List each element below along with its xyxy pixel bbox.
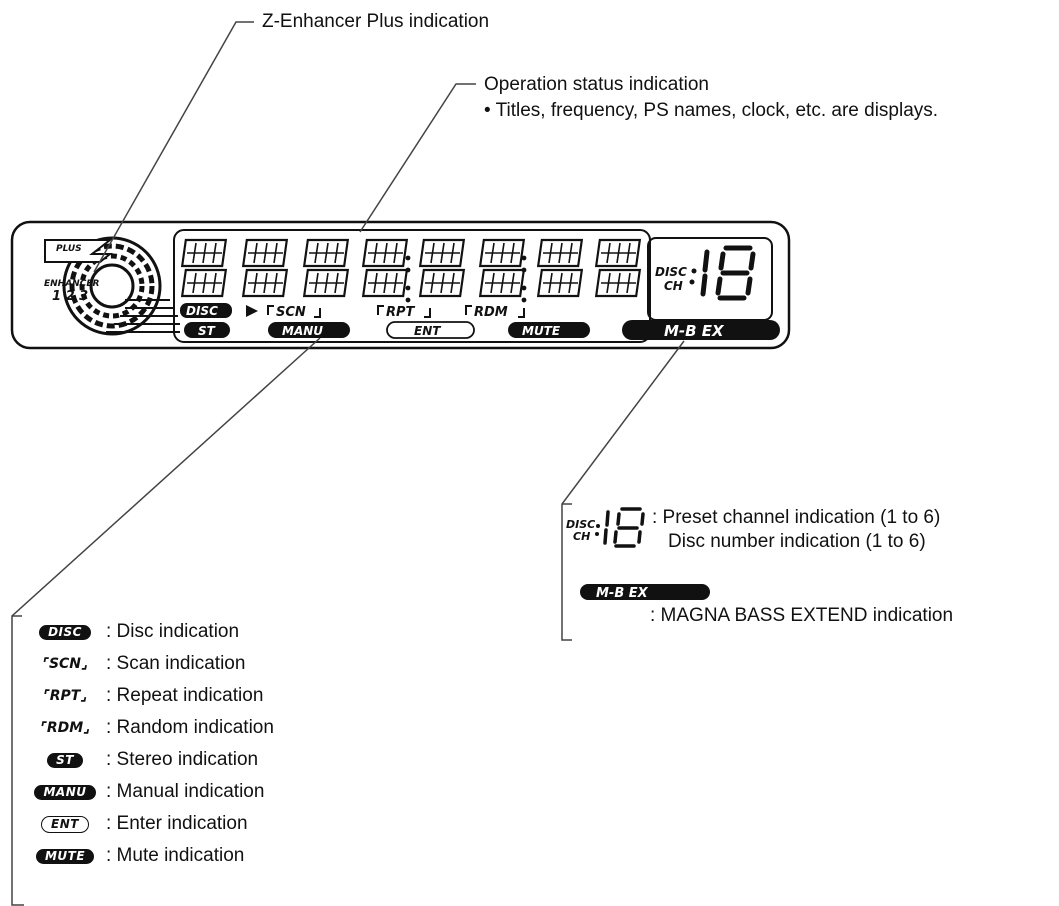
mute-indicator (508, 322, 590, 338)
disc-ch-bottom-text: CH (664, 279, 683, 293)
matrix-colon-dot (405, 285, 411, 291)
matrix-cell (180, 238, 228, 298)
legend-mbex-icon-text: M-B EX (596, 586, 649, 601)
enhancer-number-text: 1 2 3 (52, 289, 88, 304)
right-legend-leader (561, 340, 685, 641)
matrix-cell (418, 238, 466, 298)
legend-text-rpt: : Repeat indication (106, 685, 264, 706)
scn-indicator: SCN (267, 305, 321, 320)
disc-number-text: Disc number indication (1 to 6) (668, 531, 926, 552)
legend-text-scn: : Scan indication (106, 653, 246, 674)
operation-status-callout: Operation status indication (484, 74, 709, 95)
scn-icon: ⌜SCN⌟ (42, 656, 88, 672)
legend-disc-ch-top-text: DISC (566, 518, 595, 531)
rdm-indicator: RDM (465, 305, 525, 320)
preset-channel-text: : Preset channel indication (1 to 6) (652, 507, 941, 528)
legend-mbex-icon (580, 584, 710, 600)
disc-indicator (180, 303, 232, 318)
ent-indicator-text: ENT (414, 324, 441, 338)
disc-ch-top-text: DISC (655, 265, 687, 279)
rdm-icon: ⌜RDM⌟ (40, 720, 90, 736)
legend-text-rdm: : Random indication (106, 717, 274, 738)
matrix-colon-dot (405, 297, 411, 303)
matrix-cell (478, 238, 526, 298)
matrix-colon-dot (405, 267, 411, 273)
legend-row-scn: ⌜SCN⌟ : Scan indication (28, 652, 245, 676)
operation-status-leader (359, 83, 476, 233)
enhancer-plus-text: PLUS (56, 244, 82, 254)
matrix-cell (241, 238, 289, 298)
matrix-colon-dot (521, 267, 527, 273)
legend-row-disc: DISC : Disc indication (28, 620, 239, 644)
mbex-indicator (622, 320, 780, 340)
disc-indicator-text: DISC (186, 304, 218, 318)
scn-indicator-text: SCN (276, 305, 306, 320)
st-icon: ST (47, 752, 83, 768)
matrix-cell (361, 238, 409, 298)
rpt-icon: ⌜RPT⌟ (43, 688, 87, 704)
legend-row-mute: MUTE : Mute indication (28, 844, 244, 868)
matrix-cell (594, 238, 642, 298)
st-indicator (184, 322, 230, 338)
mute-indicator-text: MUTE (522, 324, 561, 338)
z-enhancer-leader (93, 21, 254, 273)
left-legend-leader (11, 337, 321, 906)
st-indicator-text: ST (198, 324, 216, 338)
matrix-cell (536, 238, 584, 298)
matrix-colon-dot (521, 255, 527, 261)
z-enhancer-callout: Z-Enhancer Plus indication (262, 11, 490, 32)
mbex-legend-text: : MAGNA BASS EXTEND indication (650, 605, 954, 626)
enhancer-word-text: ENHANCER (44, 279, 99, 289)
matrix-colon-dot (405, 255, 411, 261)
legend-row-manu: MANU : Manual indication (28, 780, 264, 804)
matrix-cell (302, 238, 350, 298)
ent-indicator (386, 321, 475, 339)
legend-text-mute: : Mute indication (106, 845, 245, 866)
status-frame (173, 229, 651, 343)
legend-text-ent: : Enter indication (106, 813, 248, 834)
legend-row-ent: ENT : Enter indication (28, 812, 248, 836)
legend-text-manu: : Manual indication (106, 781, 265, 802)
legend-disc-ch-digit (603, 507, 645, 548)
play-arrow-icon (246, 305, 258, 317)
legend-text-st: : Stereo indication (106, 749, 259, 770)
rdm-indicator-text: RDM (474, 305, 508, 320)
matrix-colon-dot (521, 297, 527, 303)
legend-row-rpt: ⌜RPT⌟ : Repeat indication (28, 684, 263, 708)
operation-status-matrix (180, 238, 642, 303)
legend-disc-ch-bottom-text: CH (573, 530, 590, 543)
manu-icon: MANU (34, 784, 96, 800)
manu-indicator-text: MANU (282, 324, 323, 338)
mute-icon: MUTE (35, 848, 95, 864)
legend-row-rdm: ⌜RDM⌟ : Random indication (28, 716, 274, 740)
operation-status-note: • Titles, frequency, PS names, clock, et… (484, 100, 939, 121)
manu-indicator (268, 322, 350, 338)
disc-ch-digit (700, 245, 756, 301)
legend-text-disc: : Disc indication (106, 621, 240, 642)
disc-icon: DISC (39, 624, 91, 640)
z-enhancer-emblem: PLUS ENHANCER 1 2 3 (44, 236, 180, 336)
rpt-indicator: RPT (377, 305, 431, 320)
matrix-colon-dot (521, 285, 527, 291)
ent-icon: ENT (41, 815, 89, 833)
legend-row-st: ST : Stereo indication (28, 748, 258, 772)
mbex-indicator-text: M-B EX (664, 322, 725, 340)
rpt-indicator-text: RPT (386, 305, 416, 320)
